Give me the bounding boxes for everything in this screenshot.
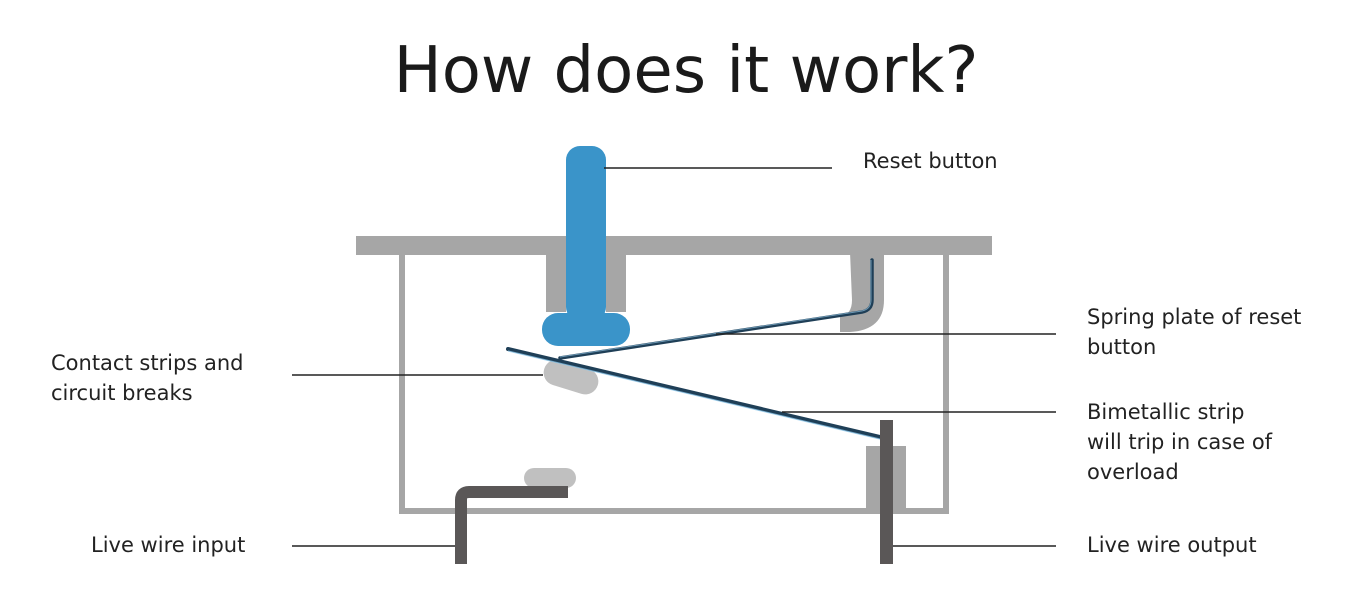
spring-plate: [558, 258, 874, 360]
label-reset-button: Reset button: [863, 149, 998, 173]
label-live-wire-input: Live wire input: [91, 533, 246, 557]
live-wire-input-conductor: [455, 486, 568, 564]
live-wire-output-conductor: [880, 420, 893, 564]
top-plate: [356, 236, 992, 255]
label-spring-plate: Spring plate of reset button: [1087, 305, 1302, 359]
label-live-wire-output: Live wire output: [1087, 533, 1257, 557]
label-bimetallic-strip: Bimetallic strip will trip in case of ov…: [1087, 400, 1273, 484]
reset-button-shaft: [566, 146, 606, 321]
button-guide-left: [546, 252, 566, 312]
diagram-title: How does it work?: [393, 34, 979, 108]
bimetallic-strip: [506, 347, 886, 440]
label-contact-strips: Contact strips and circuit breaks: [51, 351, 244, 405]
spring-hook-housing: [840, 252, 884, 332]
lower-contact: [524, 468, 576, 488]
reset-button-head: [542, 313, 630, 346]
button-guide-right: [606, 252, 626, 312]
